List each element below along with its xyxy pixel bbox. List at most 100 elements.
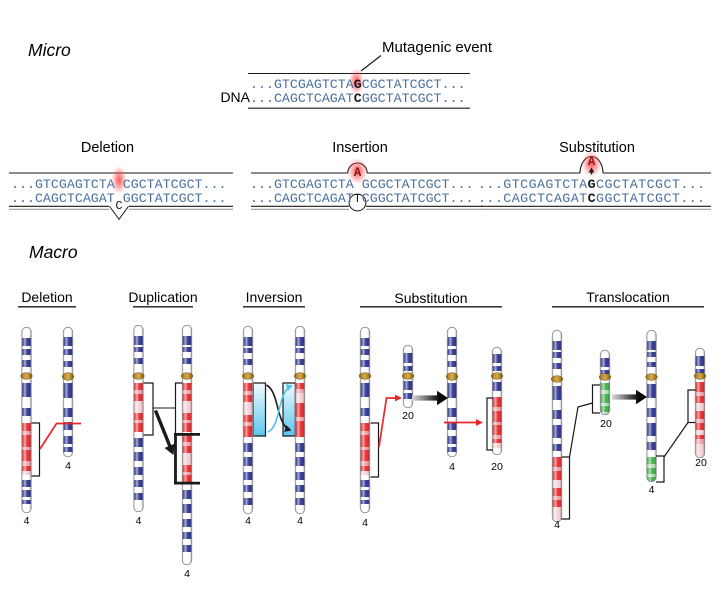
sequence-segment: ...GTCGAGTCTA — [478, 177, 588, 193]
micro-section-label: Micro — [28, 40, 71, 60]
insertion-glow — [347, 158, 368, 184]
label-substitution-chr20-after: 20 — [491, 460, 503, 473]
centromere — [645, 373, 658, 381]
deletion-red-line — [39, 422, 81, 450]
chromosome-duplication-chr4-after — [180, 324, 194, 566]
centromere — [401, 372, 415, 380]
sequence-segment: ...GTCGAGTCTA — [250, 177, 354, 193]
translocation-bracket-chr20-after — [687, 389, 696, 424]
translocation-transform-arrow — [612, 389, 647, 405]
centromere — [598, 373, 612, 381]
macro-annotations — [31, 382, 696, 520]
substitution-red-arrowhead1 — [395, 394, 402, 402]
macro-deletion-title: Deletion — [21, 289, 73, 306]
micro-insertion-title: Insertion — [332, 139, 388, 156]
centromere — [241, 372, 255, 380]
chromosome-duplication-chr4-before — [132, 324, 145, 513]
micro-substitution-title: Substitution — [559, 139, 635, 156]
translocation-connector2 — [663, 422, 689, 458]
dna-glow — [349, 68, 364, 95]
sequence-segment: CGGCTATCGCT... — [361, 191, 474, 207]
chromosome-substitution-chr20-after — [490, 346, 504, 456]
centromere — [293, 372, 307, 380]
deletion-top-strand: ...GTCGAGTCTA CGCTATCGCT... — [11, 178, 226, 191]
inversion-cyan-arrowhead — [285, 384, 293, 391]
inversion-bracket-right — [282, 382, 295, 437]
substitution-transform-arrow — [412, 390, 448, 406]
substituted-base-label: A — [587, 155, 596, 169]
duplication-arrowhead — [164, 443, 175, 455]
chromosome-translocation-chr20-after — [693, 347, 707, 459]
centromere — [180, 372, 194, 380]
inserted-base-bottom-label: T — [354, 193, 361, 207]
macro-translocation-title: Translocation — [586, 289, 670, 306]
duplication-bracket-right — [174, 382, 183, 436]
sequence-segment: CGCTATCGCT... — [596, 177, 706, 193]
dna-label: DNA — [220, 89, 250, 106]
centromere — [490, 372, 504, 380]
deletion-glow — [111, 166, 127, 194]
chromosome-translocation-chr4-after — [645, 329, 658, 483]
mutagenic-pointer-line — [360, 55, 382, 72]
macro-inversion-title: Inversion — [245, 289, 303, 306]
substitution-top-strand: ...GTCGAGTCTAGCGCTATCGCT... — [478, 178, 706, 191]
inversion-cyan-arrow — [267, 385, 291, 433]
label-deletion-chr4-before: 4 — [23, 514, 30, 527]
inserted-base-top-label: A — [353, 166, 362, 180]
deletion-bottom-strand: ...CAGCTCAGAT GGCTATCGCT... — [11, 192, 226, 205]
centromere — [132, 372, 145, 380]
sequence-segment: GGCTATCGCT... — [122, 191, 227, 207]
label-duplication-chr4-after: 4 — [184, 567, 190, 580]
translocation-bracket-chr4 — [561, 456, 571, 520]
label-translocation-chr4-after: 4 — [648, 483, 655, 496]
chromosomes — [20, 324, 707, 566]
label-inversion-chr4-before: 4 — [245, 514, 251, 527]
mutated-base: G — [353, 76, 362, 92]
mutagenic-event-label: Mutagenic event — [382, 39, 493, 56]
dna-top-strand: ...GTCGAGTCTAGCGCTATCGCT... — [250, 78, 465, 91]
insertion-top-strand: ...GTCGAGTCTA GCGCTATCGCT... — [250, 178, 473, 191]
sequence-segment: GGCTATCGCT... — [596, 191, 706, 207]
chromosome-deletion-chr4-before — [20, 326, 33, 514]
inversion-bracket-left — [253, 382, 267, 437]
label-substitution-chr4-before: 4 — [362, 516, 368, 529]
macro-section-label: Macro — [29, 242, 78, 262]
mutated-base: C — [587, 191, 597, 207]
chromosome-inversion-chr4-before — [241, 325, 255, 515]
substitution-glow — [581, 151, 602, 177]
label-inversion-chr4-after: 4 — [297, 514, 303, 527]
substitution-up-arrowhead — [588, 167, 595, 173]
chromosome-substitution-chr4-after — [445, 326, 459, 458]
sequence-segment: CGCTATCGCT... — [122, 177, 227, 193]
label-translocation-chr20-before: 20 — [600, 417, 612, 430]
substitution-red-arrow1 — [378, 397, 398, 448]
sequence-segment: ...CAGCTCAGAT — [250, 91, 354, 107]
deletion-bracket — [31, 422, 41, 477]
sequence-segment: ...GTCGAGTCTA — [250, 76, 354, 92]
centromere — [550, 375, 564, 383]
label-translocation-chr4-before: 4 — [554, 518, 560, 531]
sequence-segment: ...CAGCTCAGAT — [250, 191, 354, 207]
substitution-bracket-chr4 — [370, 422, 380, 478]
label-duplication-chr4-before: 4 — [135, 514, 142, 527]
label-translocation-chr20-after: 20 — [695, 456, 707, 469]
substitution-red-arrowhead2 — [476, 419, 483, 426]
micro-deletion-title: Deletion — [80, 139, 135, 156]
translocation-connector1 — [568, 402, 593, 458]
chromosome-inversion-chr4-after — [293, 325, 307, 515]
label-substitution-chr20-before: 20 — [402, 409, 414, 422]
sequence-segment: ...CAGCTCAGAT — [478, 191, 588, 207]
inversion-black-arrowhead — [284, 425, 292, 432]
duplication-arrow-line — [153, 409, 173, 450]
deletion-flap — [109, 206, 129, 221]
mutated-base: C — [353, 91, 362, 107]
sequence-segment: ...GTCGAGTCTA — [11, 177, 115, 193]
chromosome-translocation-chr20-before — [598, 349, 612, 416]
sequence-segment: GGCTATCGCT... — [361, 91, 466, 107]
sequence-segment: GCGCTATCGCT... — [361, 177, 474, 193]
centromere — [61, 372, 75, 381]
sequence-segment: ...CAGCTCAGAT — [11, 191, 115, 207]
translocation-bracket-chr20 — [591, 384, 600, 414]
